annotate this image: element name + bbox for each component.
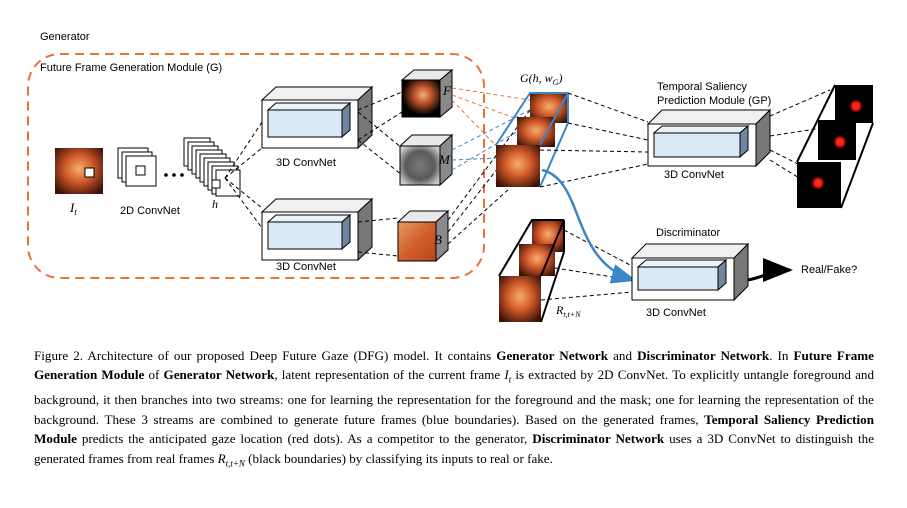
generated-frames-stack <box>495 92 569 188</box>
tsp-module-label-line2: Prediction Module (GP) <box>657 95 771 107</box>
conv3d-foreground-block <box>260 85 374 150</box>
conv2d-feature-stack-2 <box>183 137 241 197</box>
mask-stream-image <box>398 133 454 187</box>
generator-label: Generator <box>40 31 90 43</box>
foreground-stream-image <box>400 68 454 119</box>
combination-lines-orange <box>451 87 531 151</box>
real-fake-arrow <box>747 258 793 283</box>
discriminator-label: Discriminator <box>656 227 721 239</box>
conv3d-background-label: 3D ConvNet <box>276 261 336 273</box>
conv3d-tsp-block <box>646 108 772 168</box>
combination-lines-black <box>447 109 531 245</box>
generated-frames-label: G(h, wG) <box>520 71 562 87</box>
latent-h-label: h <box>212 197 218 211</box>
latent-branch-lines <box>224 121 263 229</box>
stream-b-label: B <box>434 232 442 247</box>
architecture-diagram: Generator Future Frame Generation Module… <box>27 31 874 323</box>
background-stream-image <box>396 209 450 263</box>
conv2d-label: 2D ConvNet <box>120 205 180 217</box>
conv3d-background-block <box>260 197 374 262</box>
input-frame-label: It <box>69 200 77 217</box>
stream-m-label: M <box>438 152 451 167</box>
generated-to-tsp-lines <box>539 92 649 188</box>
conv3d-foreground-label: 3D ConvNet <box>276 157 336 169</box>
saliency-map-stack <box>796 84 874 209</box>
conv2d-feature-stack-1 <box>117 147 157 187</box>
real-frames-stack <box>498 219 565 323</box>
conv3d-discriminator-block <box>630 242 750 302</box>
conv3d-discriminator-label: 3D ConvNet <box>646 307 706 319</box>
generated-to-discriminator-arrow <box>541 168 637 284</box>
real-frames-label: Rt,t+N <box>555 303 581 319</box>
real-fake-label: Real/Fake? <box>801 264 857 276</box>
future-frame-generation-module-box <box>27 53 485 279</box>
ffg-module-label: Future Frame Generation Module (G) <box>40 62 222 74</box>
ellipsis-dots <box>164 173 184 177</box>
stream-lines <box>357 91 403 257</box>
figure-caption: Figure 2. Architecture of our proposed D… <box>34 348 875 469</box>
conv3d-tsp-label: 3D ConvNet <box>664 169 724 181</box>
combination-lines-blue <box>451 109 531 171</box>
input-frame <box>55 148 103 194</box>
tsp-module-label-line1: Temporal Saliency <box>657 81 747 93</box>
stream-f-label: F <box>442 83 452 98</box>
